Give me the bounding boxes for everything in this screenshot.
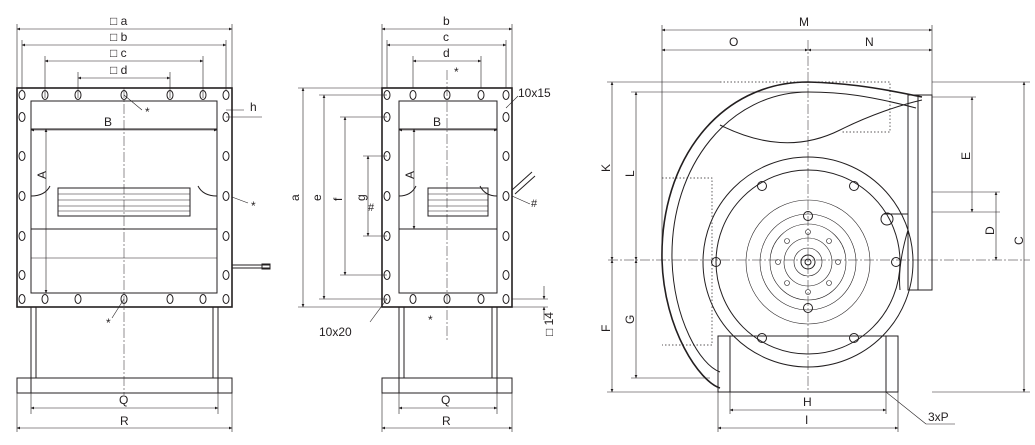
dim-E-label: E [959, 152, 973, 160]
dim-A-label: A [35, 171, 49, 179]
front-base [16, 307, 233, 432]
side-view: b c d [288, 14, 556, 432]
dim-a-label: □ a [110, 14, 128, 28]
side-hash-left: # [368, 202, 375, 214]
side-dim-f-label: f [331, 197, 345, 201]
side-dim-d-label: d [443, 46, 450, 60]
side-dim-g-label: g [354, 194, 368, 201]
dim-L-label: L [623, 170, 637, 177]
dim-d-label: □ d [110, 63, 127, 77]
side-dim-Q-label: Q [441, 393, 450, 407]
side-dim-B-label: B [433, 115, 441, 129]
side-bolt-slots [383, 90, 510, 304]
outlet-flange [907, 94, 933, 291]
dim-D-label: D [983, 226, 997, 235]
housing-base [717, 335, 899, 432]
star-mark-top: * [145, 105, 150, 119]
dim-F-label: F [599, 325, 613, 332]
dim-3xP-label: 3xP [928, 410, 949, 424]
side-impeller [398, 185, 498, 217]
star-mark-side: * [251, 199, 256, 213]
side-hash-right: # [531, 198, 538, 210]
side-dim-A-label: A [403, 171, 417, 179]
slot-10x15-label: 10x15 [518, 86, 551, 100]
housing-view: M O N [599, 15, 1030, 432]
side-star-bottom: * [428, 313, 433, 327]
scroll-housing [661, 81, 923, 389]
star-mark-bottom: * [106, 316, 111, 330]
front-flange [16, 87, 233, 308]
dim-O-label: O [729, 35, 738, 49]
dim-h-label: h [250, 100, 257, 114]
side-dim-R-label: R [442, 414, 451, 428]
side-star-top: * [454, 65, 459, 79]
dim-B-label: B [104, 115, 112, 129]
side-dim-e-label: e [310, 194, 324, 201]
dim-C-label: C [1012, 236, 1026, 245]
side-dim-c-label: c [443, 30, 449, 44]
dim-M-label: M [799, 15, 809, 29]
side-dim-b-label: b [443, 14, 450, 28]
dim-G-label: G [623, 315, 637, 324]
dim-K-label: K [599, 164, 613, 172]
dim-Q-label: Q [119, 393, 128, 407]
dim-H-label: H [803, 395, 812, 409]
dim-b-label: □ b [110, 30, 128, 44]
side-dim-a-label: a [288, 194, 302, 201]
dim-c-label: □ c [110, 46, 127, 60]
front-view: □ a □ b □ c □ d [16, 14, 271, 432]
slot-10x20-label: 10x20 [319, 325, 352, 339]
foot-14-label: □ 14 [542, 312, 556, 336]
dim-R-label: R [120, 414, 129, 428]
impeller [702, 156, 914, 368]
dim-I-label: I [805, 413, 808, 427]
side-base [381, 307, 513, 432]
front-top-dimensions [16, 24, 233, 98]
front-bolt-slots [18, 90, 230, 304]
dim-N-label: N [865, 35, 874, 49]
